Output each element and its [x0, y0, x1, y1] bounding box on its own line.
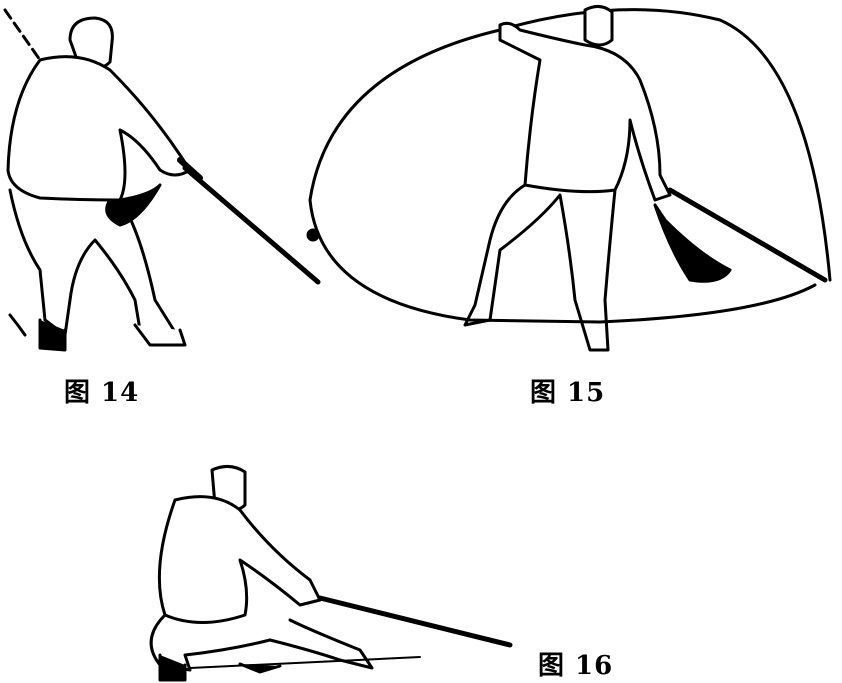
figure-14-caption: 图 14 — [64, 378, 140, 408]
figure-15-drawing — [306, 5, 832, 352]
figure-16-drawing — [149, 465, 513, 682]
figure-14-drawing — [3, 8, 321, 352]
figure-16-caption: 图 16 — [538, 651, 614, 681]
figure-15-caption: 图 15 — [530, 378, 606, 408]
